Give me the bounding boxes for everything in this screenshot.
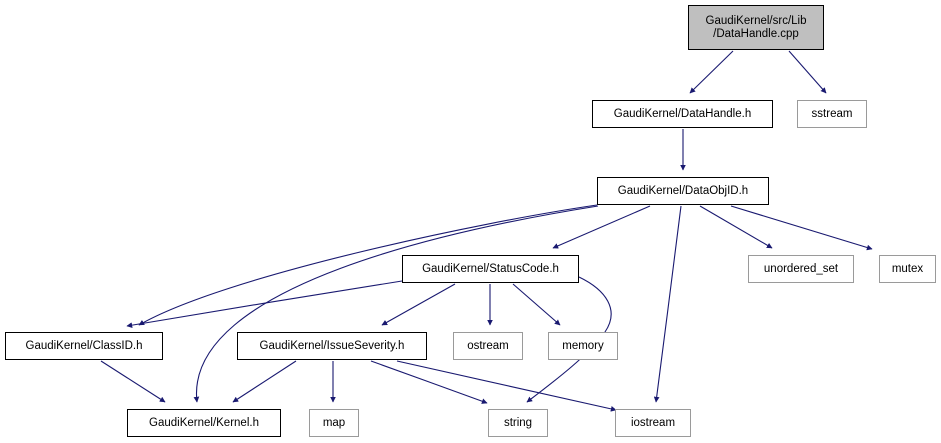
graph-node-classid_h[interactable]: GaudiKernel/ClassID.h: [5, 332, 163, 360]
graph-node-iostream[interactable]: iostream: [615, 409, 691, 437]
graph-edge-issuesev_h-to-iostream: [396, 360, 617, 412]
graph-edge-statuscode_h-to-issuesev_h: [381, 283, 456, 326]
graph-node-string[interactable]: string: [488, 409, 548, 437]
graph-edge-root-to-datahandle_h: [689, 50, 734, 94]
graph-node-datahandle_h[interactable]: GaudiKernel/DataHandle.h: [592, 100, 773, 128]
graph-edge-issuesev_h-to-kernel_h: [232, 360, 297, 403]
graph-edge-statuscode_h-to-classid_h: [126, 280, 403, 328]
graph-node-ostream[interactable]: ostream: [453, 332, 523, 360]
graph-node-map[interactable]: map: [309, 409, 359, 437]
graph-edge-statuscode_h-to-memory: [512, 283, 561, 326]
graph-node-label: mutex: [891, 262, 924, 275]
graph-node-mutex[interactable]: mutex: [879, 255, 936, 283]
graph-node-unordered_set[interactable]: unordered_set: [748, 255, 854, 283]
graph-node-label: GaudiKernel/src/Lib /DataHandle.cpp: [705, 15, 807, 40]
graph-node-label: GaudiKernel/ClassID.h: [25, 339, 143, 352]
graph-edge-dataobjid_h-to-iostream: [653, 205, 682, 403]
graph-edge-dataobjid_h-to-unordered_set: [699, 205, 773, 249]
graph-edge-dataobjid_h-to-statuscode_h: [552, 205, 651, 249]
graph-edge-issuesev_h-to-string: [370, 360, 488, 404]
graph-node-sstream[interactable]: sstream: [797, 100, 867, 128]
graph-node-root[interactable]: GaudiKernel/src/Lib /DataHandle.cpp: [688, 5, 824, 50]
graph-node-dataobjid_h[interactable]: GaudiKernel/DataObjID.h: [597, 177, 769, 205]
graph-node-label: unordered_set: [763, 262, 839, 275]
graph-edge-dataobjid_h-to-kernel_h: [193, 205, 599, 403]
graph-edge-dataobjid_h-to-classid_h: [138, 204, 598, 326]
graph-node-memory[interactable]: memory: [548, 332, 618, 360]
graph-edge-root-to-sstream: [788, 50, 827, 94]
graph-node-label: string: [503, 416, 533, 429]
graph-edge-dataobjid_h-to-mutex: [730, 205, 873, 251]
graph-node-label: GaudiKernel/IssueSeverity.h: [259, 339, 405, 352]
graph-node-label: map: [322, 416, 346, 429]
graph-node-label: GaudiKernel/DataObjID.h: [617, 184, 749, 197]
graph-node-label: GaudiKernel/StatusCode.h: [422, 262, 559, 275]
graph-node-label: memory: [562, 339, 604, 352]
graph-node-label: ostream: [467, 339, 509, 352]
graph-node-label: GaudiKernel/DataHandle.h: [613, 107, 752, 120]
graph-node-statuscode_h[interactable]: GaudiKernel/StatusCode.h: [402, 255, 579, 283]
graph-node-label: iostream: [630, 416, 676, 429]
graph-node-kernel_h[interactable]: GaudiKernel/Kernel.h: [127, 409, 281, 437]
graph-node-label: GaudiKernel/Kernel.h: [149, 416, 259, 429]
graph-edge-classid_h-to-kernel_h: [100, 360, 166, 403]
graph-node-label: sstream: [811, 107, 853, 120]
graph-node-issuesev_h[interactable]: GaudiKernel/IssueSeverity.h: [237, 332, 427, 360]
